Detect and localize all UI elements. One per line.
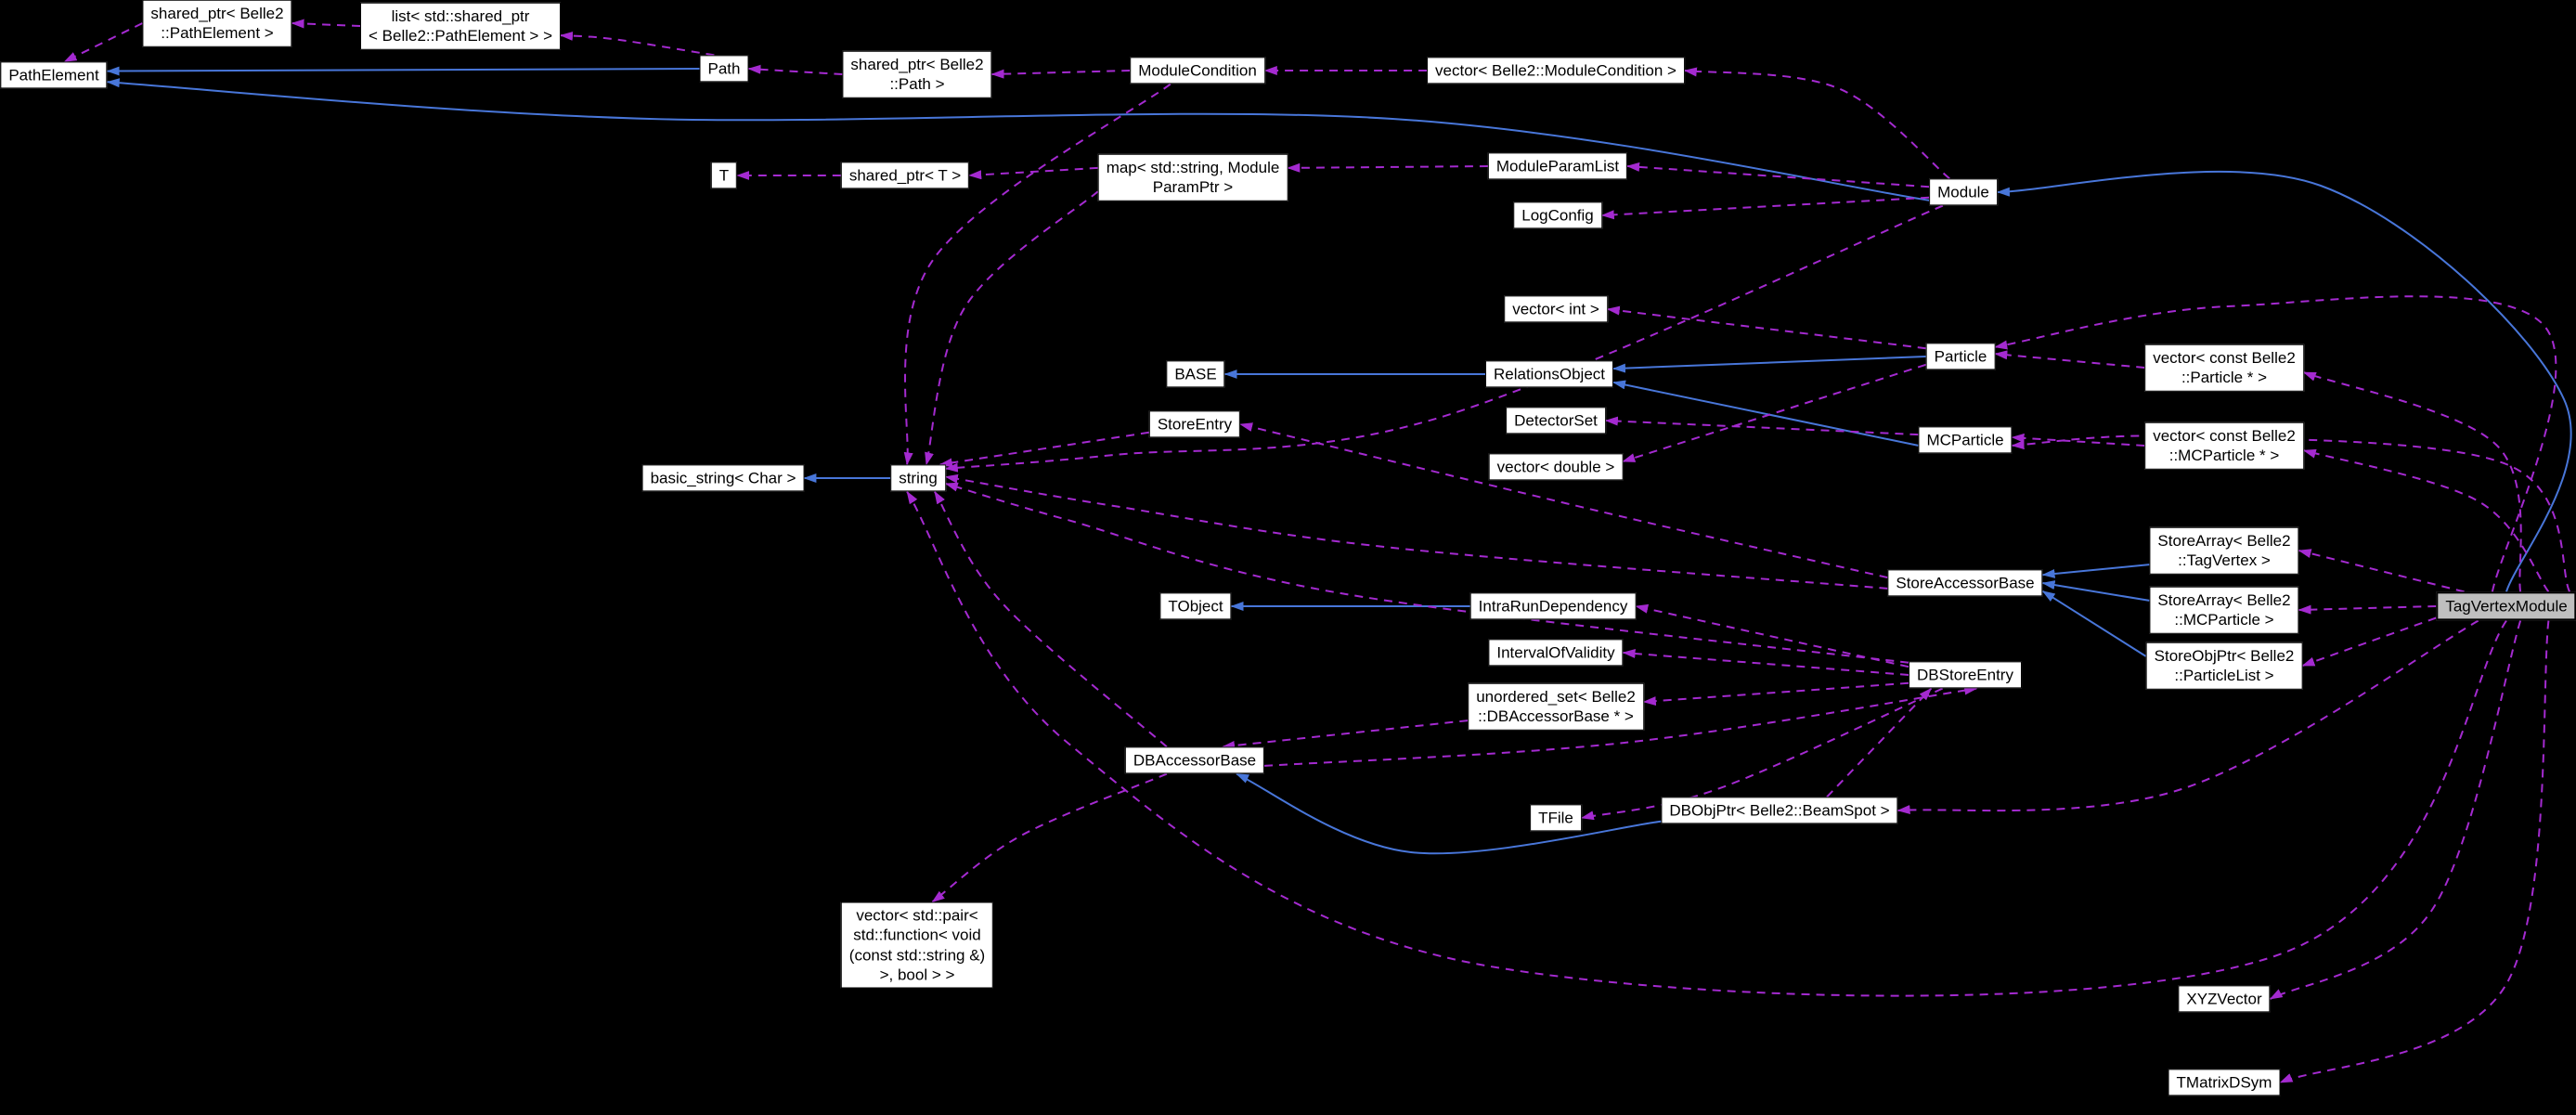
node-map_string_moduleparamptr[interactable]: map< std::string, Module ParamPtr >	[1097, 153, 1288, 201]
node-tmatrixdsym[interactable]: TMatrixDSym	[2168, 1069, 2281, 1096]
edge-particle-vector_double-usage	[1622, 363, 1927, 463]
node-dbstoreentry[interactable]: DBStoreEntry	[1909, 661, 2022, 689]
node-storeobjptr_particlelist[interactable]: StoreObjPtr< Belle2 ::ParticleList >	[2145, 642, 2303, 690]
edge-storeaccessorbase-storeentry-usage	[1239, 422, 1888, 579]
node-vector_const_particle[interactable]: vector< const Belle2 ::Particle * >	[2144, 344, 2304, 392]
node-intervalofvalidity[interactable]: IntervalOfValidity	[1488, 639, 1624, 667]
node-basic_string_char[interactable]: basic_string< Char >	[641, 464, 805, 492]
edge-map_string_moduleparamptr-shared_ptr_t-usage	[968, 166, 1098, 180]
node-vector_modulecondition[interactable]: vector< Belle2::ModuleCondition >	[1427, 57, 1685, 84]
edge-tagvertexmodule-storeobjptr_particlelist-usage	[2301, 616, 2437, 667]
edge-tagvertexmodule-mcparticle-usage	[2011, 434, 2571, 592]
node-relationsobject[interactable]: RelationsObject	[1484, 360, 1614, 388]
node-dbaccessorbase[interactable]: DBAccessorBase	[1124, 746, 1265, 774]
edge-module-string-usage	[944, 204, 1944, 473]
edge-module-moduleparamlist-usage	[1626, 162, 1930, 188]
edge-shared_ptr_pathelement-pathelement-usage	[63, 22, 143, 63]
node-shared_ptr_pathelement[interactable]: shared_ptr< Belle2 ::PathElement >	[142, 0, 292, 47]
edge-map_string_moduleparamptr-string-usage	[925, 190, 1099, 466]
edge-path-pathelement-inheritance	[106, 66, 700, 76]
node-tfile[interactable]: TFile	[1530, 804, 1582, 832]
node-vector_pair_function[interactable]: vector< std::pair< std::function< void (…	[840, 901, 994, 989]
node-mcparticle[interactable]: MCParticle	[1918, 426, 2013, 454]
edge-dbstoreentry-intrarundependency-usage	[1635, 603, 1909, 668]
edge-tagvertexmodule-dbobjptr_beamspot-usage	[1896, 619, 2479, 815]
edge-module-pathelement-inheritance	[106, 78, 1930, 201]
node-modulecondition[interactable]: ModuleCondition	[1130, 57, 1265, 84]
edge-modulecondition-string-usage	[903, 83, 1171, 466]
node-particle[interactable]: Particle	[1925, 343, 1996, 370]
edge-particle-relationsobject-inheritance	[1612, 356, 1926, 373]
edge-tagvertexmodule-vector_const_particle-usage	[2302, 371, 2522, 592]
edge-dbaccessorbase-vector_pair_function-usage	[931, 772, 1168, 903]
edge-dbaccessorbase-string-usage	[934, 490, 1168, 748]
node-unordered_set_dbaccessorbase[interactable]: unordered_set< Belle2 ::DBAccessorBase *…	[1468, 682, 1644, 731]
edge-module-logconfig-usage	[1600, 196, 1930, 220]
edge-vector_const_mcparticle-mcparticle-usage	[2011, 433, 2145, 447]
edge-tagvertexmodule-module-inheritance	[1996, 170, 2572, 592]
node-xyzvector[interactable]: XYZVector	[2178, 985, 2271, 1013]
node-path[interactable]: Path	[699, 55, 749, 83]
node-moduleparamlist[interactable]: ModuleParamList	[1487, 152, 1628, 180]
node-pathelement[interactable]: PathElement	[0, 61, 108, 89]
edge-dbaccessorbase-dbstoreentry-usage	[1264, 685, 1978, 767]
node-logconfig[interactable]: LogConfig	[1513, 201, 1602, 229]
edge-dbobjptr_beamspot-dbaccessorbase-inheritance	[1236, 772, 1662, 855]
edge-storeobjptr_particlelist-storeaccessorbase-inheritance	[2041, 590, 2147, 657]
edge-moduleparamlist-map_string_moduleparamptr-usage	[1287, 162, 1488, 173]
edge-dbstoreentry-string-usage	[944, 482, 1909, 664]
edge-mcparticle-relationsobject-inheritance	[1612, 380, 1919, 447]
node-list_shared_ptr_pathelement[interactable]: list< std::shared_ptr < Belle2::PathElem…	[360, 2, 561, 50]
edge-tagvertexmodule-tmatrixdsym-usage	[2279, 620, 2550, 1083]
edge-tagvertexmodule-vector_const_mcparticle-usage	[2302, 448, 2550, 593]
edge-storeaccessorbase-string-usage	[944, 473, 1888, 590]
node-intrarundependency[interactable]: IntraRunDependency	[1469, 592, 1637, 620]
edge-shared_ptr_path-path-usage	[747, 64, 843, 75]
edge-tagvertexmodule-storearray_tagvertex-usage	[2298, 549, 2465, 593]
edge-unordered_set_dbaccessorbase-dbaccessorbase-usage	[1222, 720, 1469, 750]
node-string[interactable]: string	[890, 464, 946, 492]
edge-tagvertexmodule-particle-usage	[1994, 295, 2557, 592]
node-base[interactable]: BASE	[1166, 360, 1225, 388]
edge-storearray_mcparticle-storeaccessorbase-inheritance	[2041, 580, 2150, 602]
edge-path-list_shared_ptr_pathelement-usage	[560, 31, 715, 57]
node-detectorset[interactable]: DetectorSet	[1506, 407, 1606, 434]
edge-storearray_tagvertex-storeaccessorbase-inheritance	[2041, 564, 2150, 578]
node-storeentry[interactable]: StoreEntry	[1148, 410, 1241, 438]
edge-dbstoreentry-intervalofvalidity-usage	[1622, 649, 1909, 676]
node-t[interactable]: T	[710, 162, 738, 189]
edge-dbstoreentry-unordered_set_dbaccessorbase-usage	[1642, 681, 1909, 707]
node-dbobjptr_beamspot[interactable]: DBObjPtr< Belle2::BeamSpot >	[1661, 797, 1898, 824]
node-shared_ptr_path[interactable]: shared_ptr< Belle2 ::Path >	[842, 50, 992, 98]
edge-module-vector_modulecondition-usage	[1683, 67, 1950, 180]
node-vector_double[interactable]: vector< double >	[1488, 453, 1624, 481]
node-tagvertexmodule[interactable]: TagVertexModule	[2436, 591, 2576, 621]
edge-list_shared_ptr_pathelement-shared_ptr_pathelement-usage	[291, 19, 361, 29]
node-module[interactable]: Module	[1929, 178, 1998, 206]
edge-tagvertexmodule-storearray_mcparticle-usage	[2298, 604, 2437, 615]
node-storearray_mcparticle[interactable]: StoreArray< Belle2 ::MCParticle >	[2149, 586, 2299, 634]
node-storearray_tagvertex[interactable]: StoreArray< Belle2 ::TagVertex >	[2149, 526, 2299, 575]
node-tobject[interactable]: TObject	[1159, 592, 1232, 620]
edge-mcparticle-detectorset-usage	[1604, 416, 1919, 436]
node-vector_const_mcparticle[interactable]: vector< const Belle2 ::MCParticle * >	[2144, 421, 2304, 470]
edge-particle-vector_int-usage	[1606, 305, 1926, 350]
node-shared_ptr_t[interactable]: shared_ptr< T >	[840, 162, 970, 189]
node-vector_int[interactable]: vector< int >	[1504, 295, 1608, 323]
edge-vector_const_particle-particle-usage	[1994, 350, 2145, 369]
edge-storeentry-string-usage	[938, 431, 1149, 468]
edge-modulecondition-shared_ptr_path-usage	[990, 69, 1131, 79]
node-storeaccessorbase[interactable]: StoreAccessorBase	[1887, 569, 2043, 597]
edge-dbobjptr_beamspot-dbstoreentry-usage	[1826, 687, 1933, 798]
edge-tagvertexmodule-xyzvector-usage	[2269, 620, 2522, 1000]
